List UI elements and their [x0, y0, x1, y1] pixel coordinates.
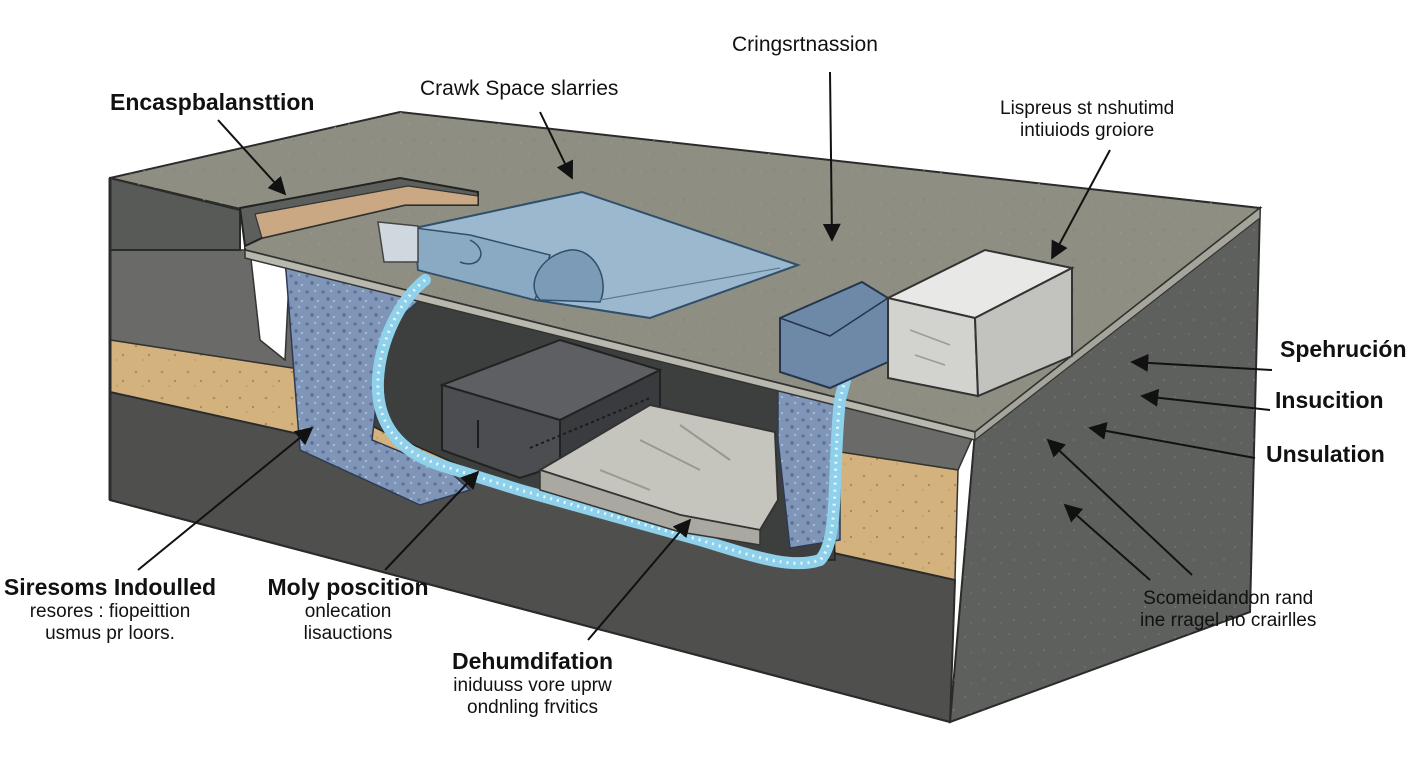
label-dehumidification: Dehumdifation iniduuss vore uprw ondnlin… — [425, 648, 640, 719]
label-spehrucion: Spehrución — [1280, 336, 1407, 362]
label-scomeidandon-line-2: ine rragel no crairlles — [1140, 610, 1317, 631]
label-moly-line-2: lisauctions — [303, 623, 393, 644]
label-unsulation: Unsulation — [1266, 441, 1385, 467]
label-moly-line-1: onlecation — [304, 601, 392, 622]
label-siresoms-line-1: resores : fiopeittion — [29, 601, 191, 622]
label-crawl-space: Crawk Space slarries — [420, 77, 619, 100]
label-scomeidandon: Scomeidandon rand ine rragel no crairlle… — [1140, 588, 1316, 632]
label-dehumidification-line-2: ondnling frvitics — [467, 697, 598, 718]
label-moly-title: Moly poscition — [267, 574, 429, 600]
label-lispreus: Lispreus st nshutimd intiuiods groiore — [1000, 98, 1174, 142]
label-scomeidandon-line-1: Scomeidandon rand — [1143, 588, 1314, 609]
label-lispreus-line-1: Lispreus st nshutimd — [1000, 98, 1175, 119]
label-cringe: Cringѕrtnassion — [732, 33, 878, 56]
label-encapsulation: Encaspbalansttion — [110, 89, 315, 115]
label-dehumidification-title: Dehumdifation — [452, 648, 613, 674]
label-siresoms-title: Siresoms Indoulled — [3, 574, 217, 600]
label-dehumidification-line-1: iniduuss vore uprw — [453, 675, 612, 696]
leader-arrows — [137, 71, 1273, 641]
label-siresoms-line-2: usmus pr loors. — [45, 623, 175, 644]
label-insucition: Insucition — [1275, 387, 1384, 413]
label-lispreus-line-2: intiuiods groiore — [1020, 120, 1155, 141]
label-siresoms: Siresoms Indoulled resores : fiopeittion… — [0, 574, 220, 645]
label-moly: Moly poscition onlecation lisauctions — [258, 574, 438, 645]
